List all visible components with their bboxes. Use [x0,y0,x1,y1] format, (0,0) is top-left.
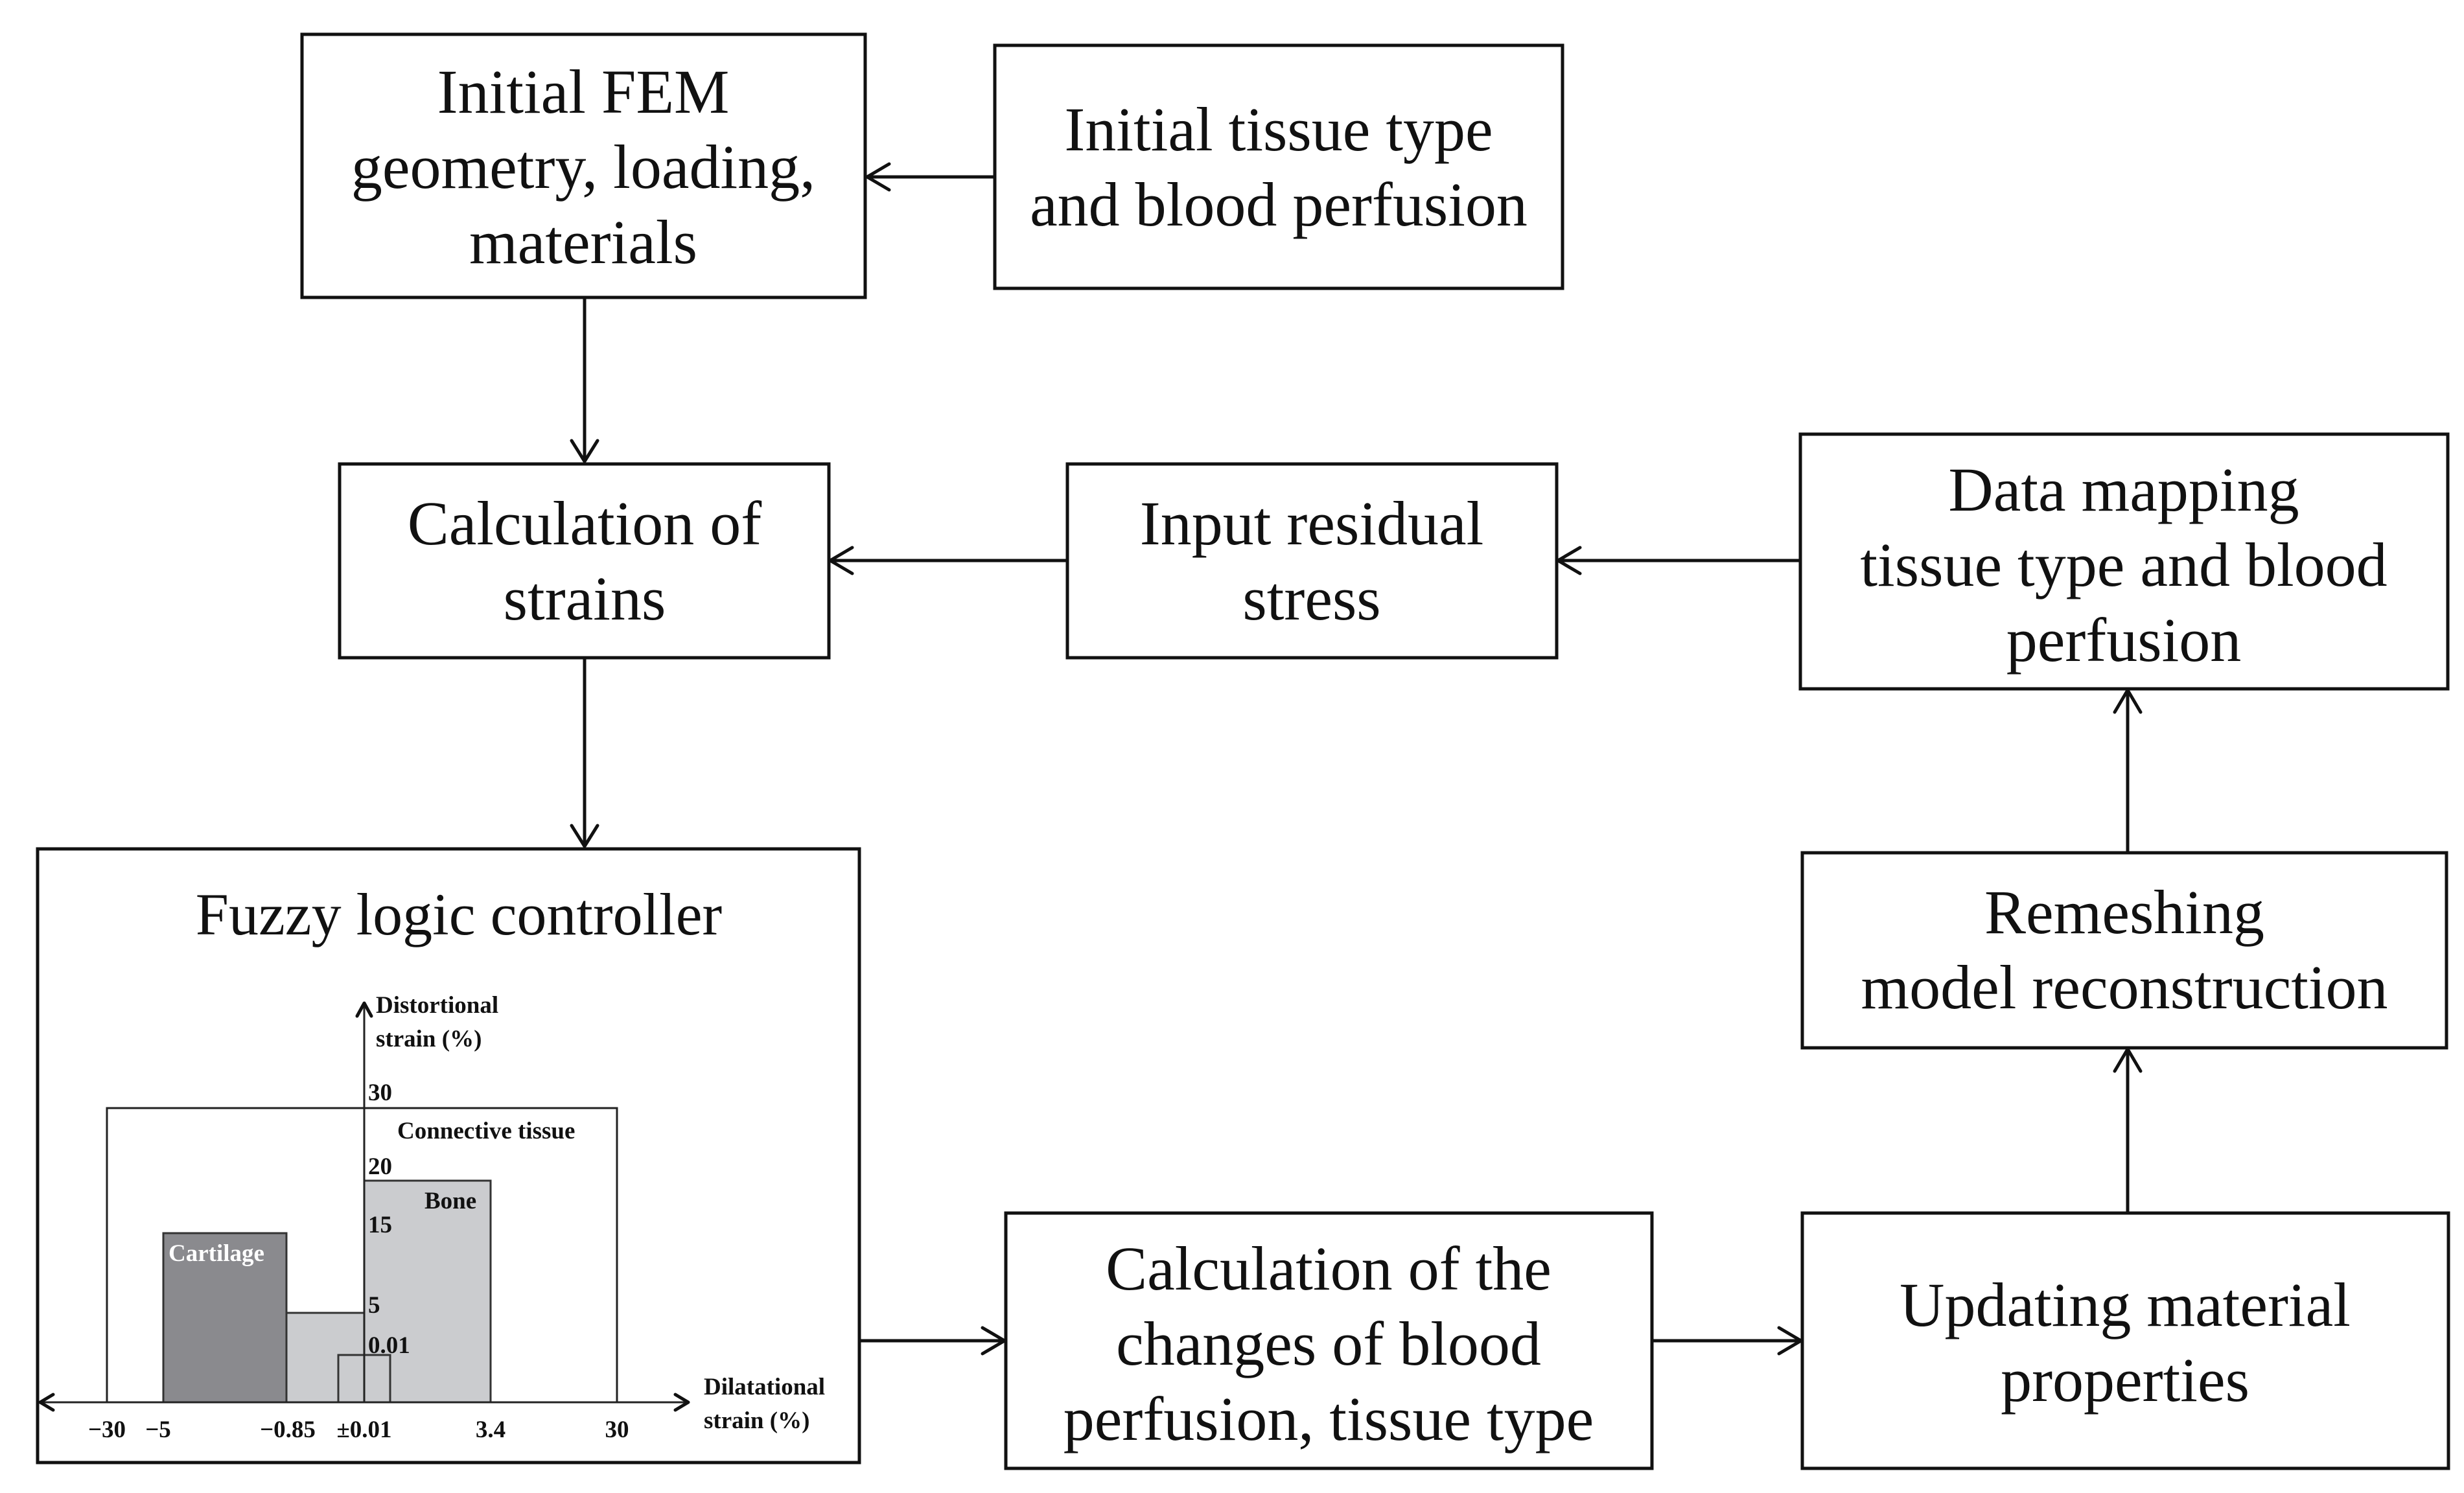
bone-label: Bone [424,1188,476,1214]
distortional-axis-arrowhead [355,1001,373,1018]
fuzzy-controller-title: Fuzzy logic controller [196,881,722,947]
x-tick-3-4: 3.4 [476,1417,506,1443]
y-axis-label-line-2: strain (%) [376,1026,482,1052]
node-calc-strains-line-1: Calculation of [408,489,762,558]
cartilage-label: Cartilage [169,1240,264,1267]
node-initial-fem: Initial FEM geometry, loading, materials [300,32,867,299]
node-remeshing: Remeshing model reconstruction [1800,851,2448,1050]
node-calc-changes-line-1: Calculation of the [1106,1234,1552,1303]
node-initial-fem-line-3: materials [469,207,697,277]
cartilage-region [162,1232,288,1404]
x-axis-label-line-2: strain (%) [704,1407,809,1434]
node-updating-line-1: Updating material [1900,1270,2351,1339]
x-tick-pm0-01: ±0.01 [336,1417,391,1443]
node-calc-changes-line-2: changes of blood [1116,1309,1541,1378]
node-data-mapping-line-3: perfusion [2006,605,2242,675]
node-input-residual-line-1: Input residual [1140,489,1484,558]
node-calc-changes-line-3: perfusion, tissue type [1063,1384,1594,1453]
node-initial-fem-line-1: Initial FEM [437,57,730,126]
connective-tissue-label: Connective tissue [397,1118,575,1144]
node-calc-strains-line-2: strains [504,564,666,633]
x-tick-neg5: −5 [145,1417,171,1443]
node-initial-fem-line-2: geometry, loading, [351,132,815,202]
dilatational-axis-right-arrowhead [673,1393,690,1412]
node-remeshing-line-2: model reconstruction [1861,953,2388,1022]
intermediate-region [285,1312,366,1404]
node-initial-tissue-line-2: and blood perfusion [1030,170,1528,239]
y-tick-15: 15 [368,1212,392,1238]
fuzzy-logic-controller: Fuzzy logic controller Distortional stra… [36,847,861,1464]
y-tick-30: 30 [368,1080,392,1106]
x-tick-30: 30 [605,1417,629,1443]
node-input-residual: Input residual stress [1065,462,1559,660]
edge-initial-fem-to-calc-strains [570,297,599,463]
edge-remeshing-to-data-mapping [2113,688,2143,853]
y-axis-label-line-1: Distortional [376,992,498,1019]
edge-calc-strains-to-fuzzy-controller [570,658,599,848]
node-calc-strains: Calculation of strains [338,462,831,660]
connective-tissue-boundary [106,1107,618,1402]
node-remeshing-line-1: Remeshing [1984,877,2264,947]
edge-fuzzy-controller-to-calc-changes [859,1326,1006,1356]
node-data-mapping-line-2: tissue type and blood [1860,530,2387,599]
x-tick-neg0-85: −0.85 [260,1417,316,1443]
y-tick-0-01: 0.01 [368,1332,410,1359]
edge-updating-to-remeshing [2113,1047,2143,1213]
node-updating: Updating material properties [1800,1211,2450,1470]
node-initial-tissue-line-1: Initial tissue type [1064,95,1493,164]
node-calc-changes: Calculation of the changes of blood perf… [1004,1211,1654,1470]
dilatational-axis-left-arrowhead [38,1393,55,1412]
node-data-mapping-line-1: Data mapping [1948,455,2299,524]
node-updating-line-2: properties [2001,1345,2249,1415]
edge-input-residual-to-calc-strains [828,546,1067,575]
node-initial-tissue: Initial tissue type and blood perfusion [993,43,1564,290]
edge-initial-tissue-to-initial-fem [865,162,995,192]
y-tick-20: 20 [368,1153,392,1180]
edge-calc-changes-to-updating [1652,1326,1803,1356]
x-tick-neg30: −30 [88,1417,126,1443]
y-tick-5: 5 [368,1292,380,1319]
node-data-mapping: Data mapping tissue type and blood perfu… [1798,432,2450,691]
x-axis-label-line-1: Dilatational [704,1374,825,1400]
node-input-residual-line-2: stress [1242,564,1380,633]
edge-data-mapping-to-input-residual [1556,546,1800,575]
